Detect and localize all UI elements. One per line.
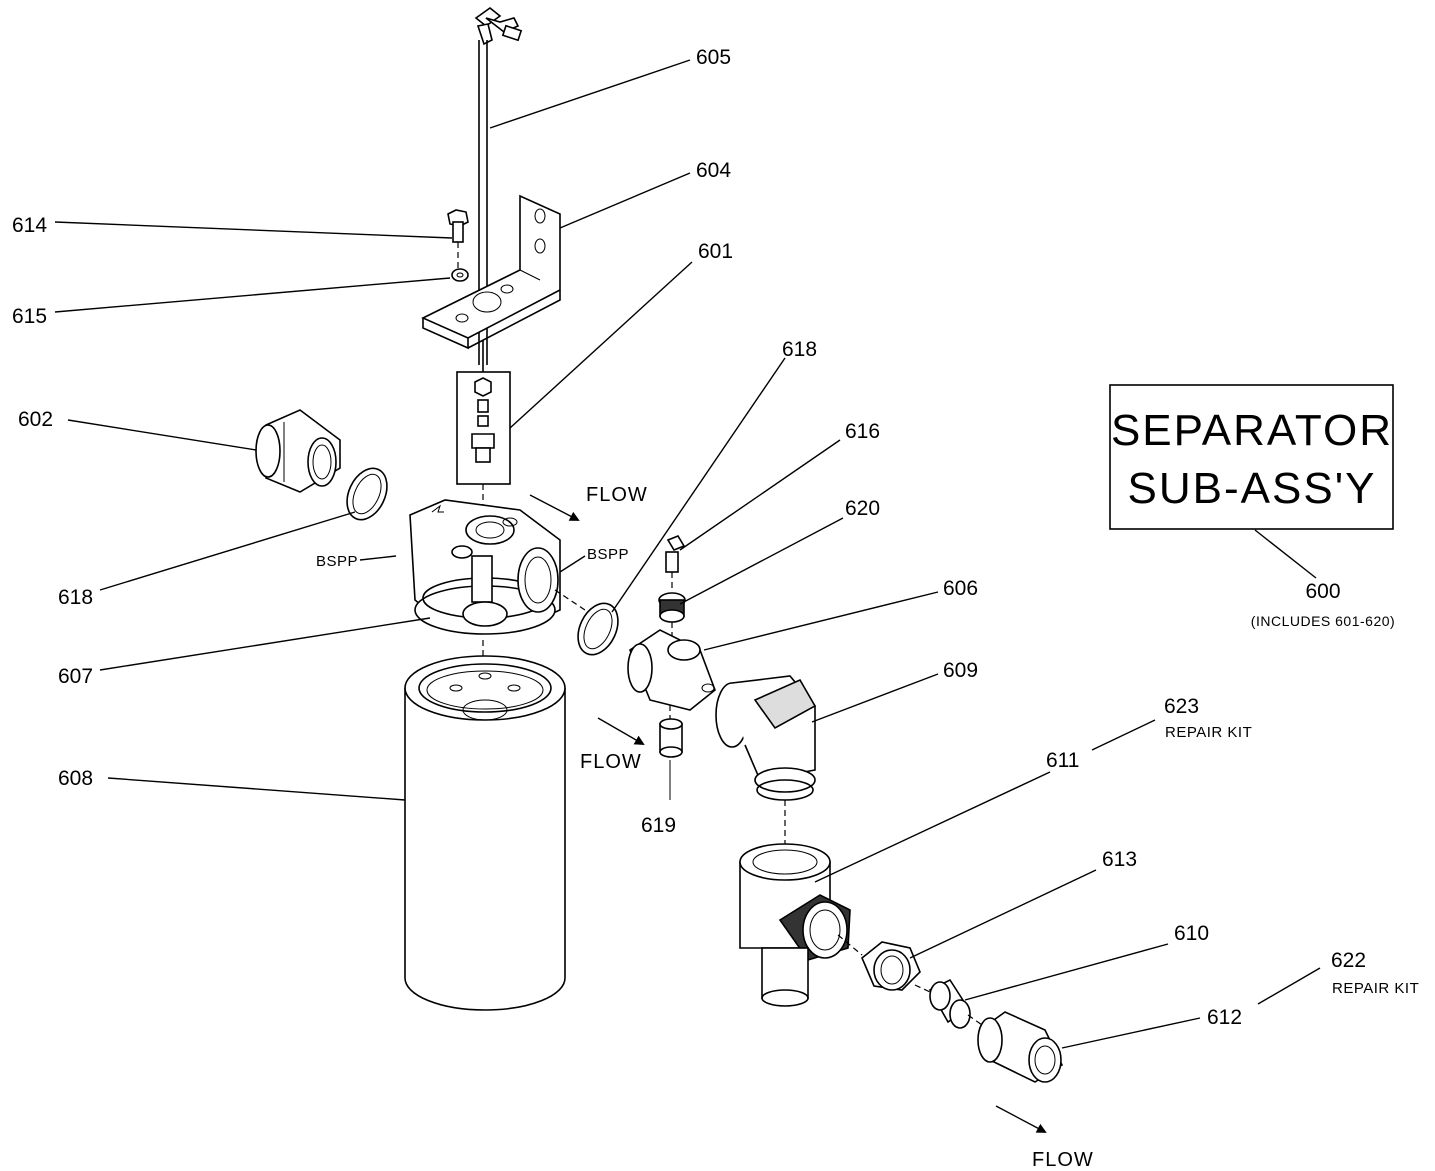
label-607: 607 (58, 665, 93, 688)
part-608-filter-element (404, 655, 566, 1011)
part-620-plug (658, 592, 686, 640)
assembly-number: 600 (1305, 580, 1340, 603)
part-616-fitting (665, 535, 686, 590)
leader-lines (54, 59, 1321, 1049)
part-618-oring-right (577, 602, 619, 656)
part-619-insert (659, 718, 683, 758)
label-bspp-left: BSPP (316, 553, 358, 570)
part-labels: 605 604 614 615 601 618 616 620 602 618 … (12, 46, 1419, 1029)
label-613: 613 (1102, 848, 1137, 871)
part-609-elbow (715, 675, 817, 845)
label-bspp-right: BSPP (587, 546, 629, 563)
label-604: 604 (696, 159, 731, 182)
part-615-washer (451, 268, 469, 282)
label-611: 611 (1046, 749, 1079, 772)
part-606-tee (627, 629, 716, 720)
label-623: 623 (1164, 695, 1199, 718)
label-622-repair-kit: REPAIR KIT (1332, 980, 1419, 997)
part-618-oring-left (346, 467, 388, 521)
title-line-1: SEPARATOR (1111, 406, 1393, 455)
part-613-nut (861, 941, 921, 991)
part-607-filter-head (409, 499, 561, 690)
label-610: 610 (1174, 922, 1209, 945)
label-620: 620 (845, 497, 880, 520)
flow-label-2: FLOW (580, 751, 642, 773)
label-605: 605 (696, 46, 731, 69)
label-612: 612 (1207, 1006, 1242, 1029)
label-619: 619 (641, 814, 676, 837)
part-602-adapter (255, 409, 341, 493)
label-623-repair-kit: REPAIR KIT (1165, 724, 1252, 741)
label-608: 608 (58, 767, 93, 790)
label-616: 616 (845, 420, 880, 443)
part-614-bolt (447, 209, 469, 268)
flow-label-1: FLOW (586, 484, 648, 506)
flow-label-3: FLOW (1032, 1149, 1094, 1171)
part-610-sleeve (928, 978, 971, 1029)
label-601: 601 (698, 240, 733, 263)
label-609: 609 (943, 659, 978, 682)
part-601-fitting-kit (456, 340, 511, 520)
flow-indicators: FLOW FLOW FLOW (529, 484, 1094, 1171)
assembly-note: (INCLUDES 601-620) (1251, 613, 1395, 629)
part-612-valve (977, 1011, 1064, 1083)
label-618-lower: 618 (58, 586, 93, 609)
label-606: 606 (943, 577, 978, 600)
title-line-2: SUB-ASS'Y (1128, 464, 1377, 513)
part-604-bracket (421, 194, 561, 350)
title-box: SEPARATOR SUB-ASS'Y 600 (INCLUDES 601-62… (1109, 384, 1395, 629)
label-614: 614 (12, 214, 47, 237)
label-618-upper: 618 (782, 338, 817, 361)
label-615: 615 (12, 305, 47, 328)
label-602: 602 (18, 408, 53, 431)
part-611-valve-body (739, 843, 851, 1007)
label-622: 622 (1331, 949, 1366, 972)
